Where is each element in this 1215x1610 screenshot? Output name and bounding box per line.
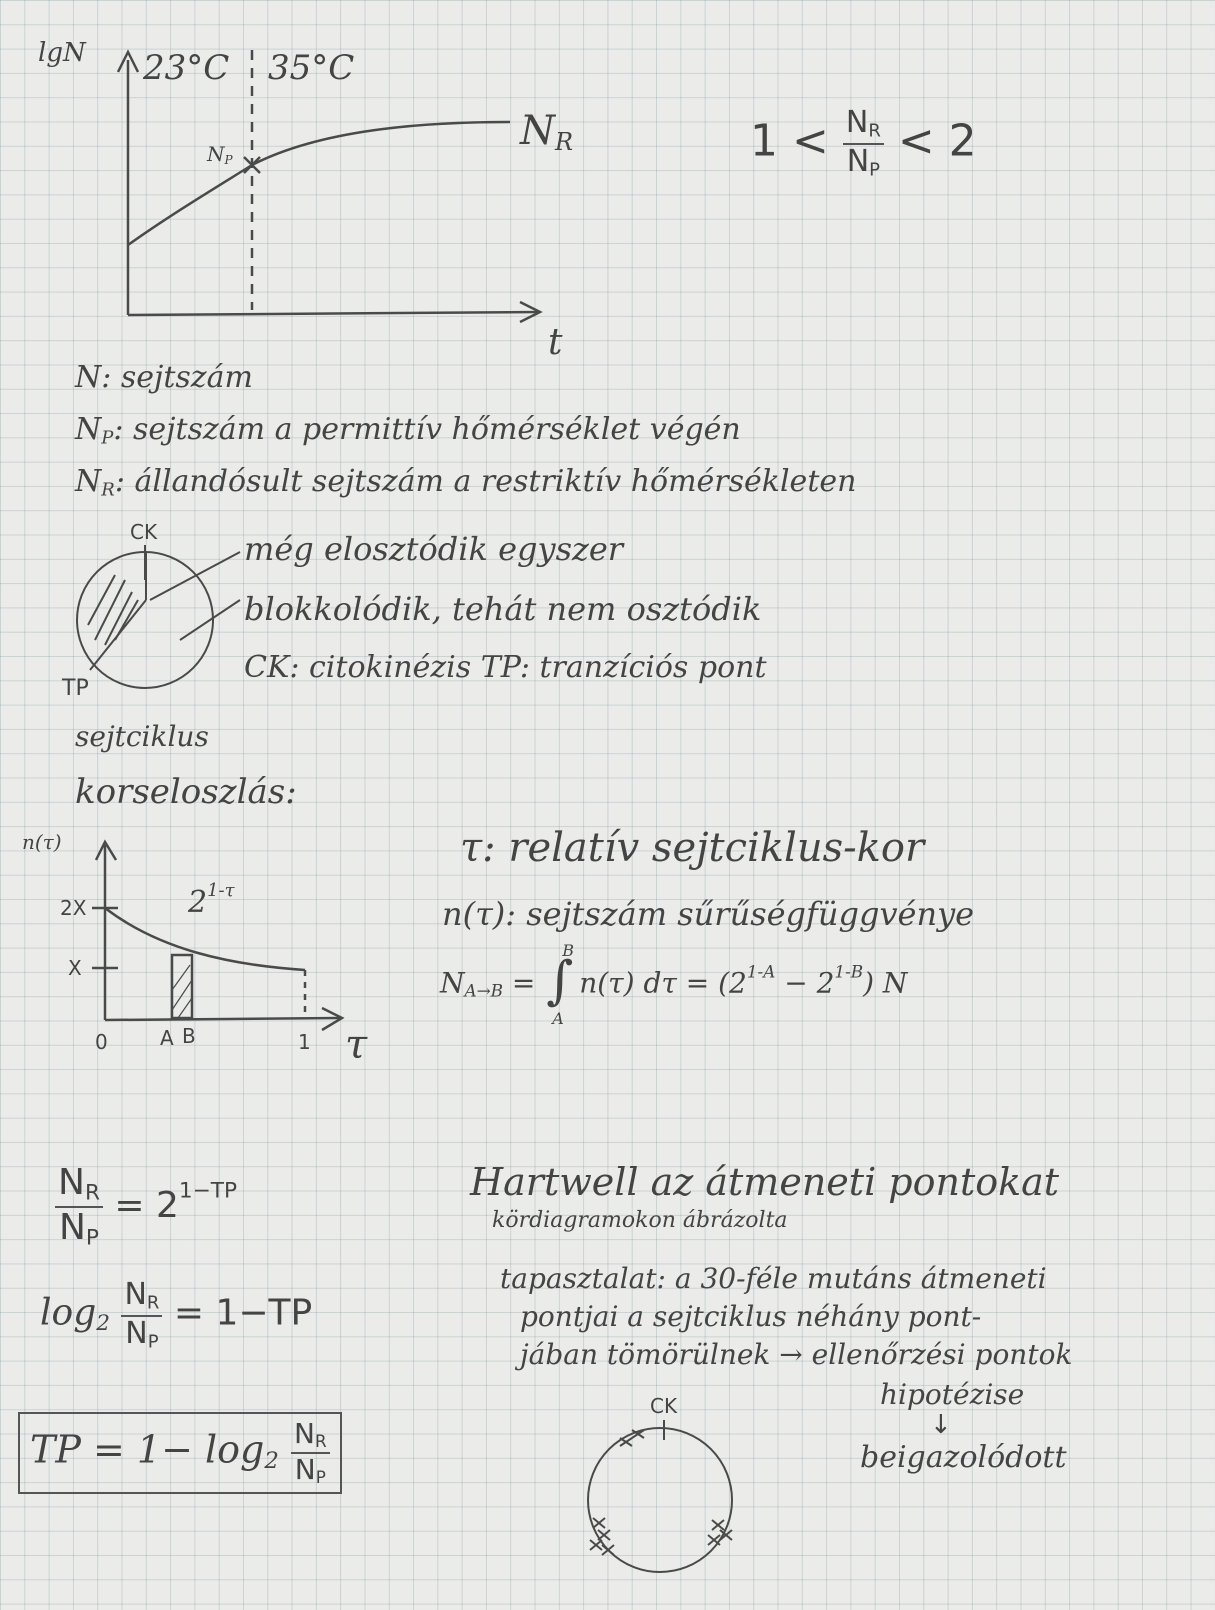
definition-nr: NR: állandósult sejtszám a restriktív hő…	[75, 464, 857, 501]
integral-formula: NA→B = ∫ B A n(τ) dτ = (21-A − 21-B) N	[440, 941, 908, 1028]
graph2	[92, 839, 345, 1032]
inequality-left: 1 <	[750, 115, 829, 167]
eq2-fraction: NR NP	[121, 1280, 163, 1351]
hartwell-line-1: Hartwell az átmeneti pontokat	[470, 1160, 1060, 1204]
graph1-x-arrow	[519, 300, 543, 324]
equation-1: NR NP = 21−TP	[55, 1165, 237, 1249]
cycle-diagram-1	[76, 545, 241, 689]
inequality-right: < 2	[897, 115, 977, 167]
graph1-curve	[127, 120, 511, 247]
graph2-y-label: n(τ)	[22, 830, 62, 854]
experience-arrow: ↓	[930, 1410, 952, 1440]
graph1-point-mark-b	[243, 156, 261, 174]
definition-n: N: sejtszám	[75, 360, 253, 395]
equation-3-boxed: TP = 1− log2 NR NP	[18, 1412, 342, 1494]
section-heading-2: korseloszlás:	[75, 772, 297, 812]
section-heading-1: sejtciklus	[75, 720, 209, 753]
cycle-diagram-2	[587, 1420, 733, 1573]
graph1-temp-right: 35°C	[268, 48, 355, 88]
graph1-point-label: NP	[207, 142, 233, 167]
graph2-curve	[104, 907, 306, 972]
graph2-x-arrow	[321, 1006, 345, 1032]
integral-sign: ∫ B A	[546, 941, 575, 1028]
density-definition: n(τ): sejtszám sűrűségfüggvénye	[442, 895, 975, 933]
ratio-inequality: 1 < NR NP < 2	[750, 108, 977, 179]
graph1-x-axis	[127, 310, 541, 317]
graph1-y-arrow	[116, 49, 140, 73]
graph2-curve-label: 21-τ	[188, 880, 235, 921]
inequality-fraction: NR NP	[842, 108, 884, 179]
graph2-x-label: τ	[345, 1022, 368, 1068]
graph2-y-arrow	[94, 839, 118, 861]
cycle-note-2: blokkolódik, tehát nem osztódik	[244, 590, 762, 628]
graph2-tick-b: B	[182, 1024, 196, 1048]
graph1-curve-end-label: NR	[520, 108, 574, 156]
eq3-fraction: NR NP	[290, 1420, 330, 1486]
graph2-tick-x: X	[68, 956, 82, 980]
cycle-label-ck: CK	[130, 520, 158, 544]
cycle2-label-ck: CK	[650, 1394, 678, 1418]
experience-line-5: beigazolódott	[860, 1440, 1067, 1475]
graph1-temp-left: 23°C	[143, 48, 230, 88]
pointer-1	[149, 551, 241, 601]
graph2-x-axis	[104, 1016, 341, 1022]
graph1-y-label: lgN	[38, 38, 86, 68]
graph1-x-label: t	[548, 322, 563, 363]
tau-definition: τ: relatív sejtciklus-kor	[460, 825, 925, 871]
experience-line-4: hipotézise	[880, 1378, 1025, 1411]
graph2-shaded-area	[170, 953, 194, 1020]
cycle-note-1: még elosztódik egyszer	[244, 530, 624, 568]
equation-2: log2 NR NP = 1−TP	[40, 1277, 313, 1352]
cycle-label-tp: TP	[62, 676, 89, 701]
graph2-tick-2x: 2X	[60, 896, 87, 920]
definition-np: NP: sejtszám a permittív hőmérséklet vég…	[75, 412, 741, 449]
experience-line-1: tapasztalat: a 30-féle mutáns átmeneti	[500, 1262, 1047, 1295]
pointer-2	[179, 599, 241, 641]
eq1-fraction: NR NP	[55, 1165, 103, 1249]
cycle-circle-2	[587, 1427, 733, 1573]
graph2-tick-1: 1	[298, 1030, 311, 1054]
experience-line-2: pontjai a sejtciklus néhány pont-	[520, 1300, 982, 1333]
graph2-tick-a: A	[160, 1026, 174, 1050]
hartwell-line-2: kördiagramokon ábrázolta	[492, 1208, 788, 1233]
graph2-tick-0: 0	[95, 1030, 108, 1054]
graph1	[116, 49, 543, 324]
cycle-legend: CK: citokinézis TP: tranzíciós pont	[244, 650, 767, 685]
experience-line-3: jában tömörülnek → ellenőrzési pontok	[520, 1338, 1073, 1371]
